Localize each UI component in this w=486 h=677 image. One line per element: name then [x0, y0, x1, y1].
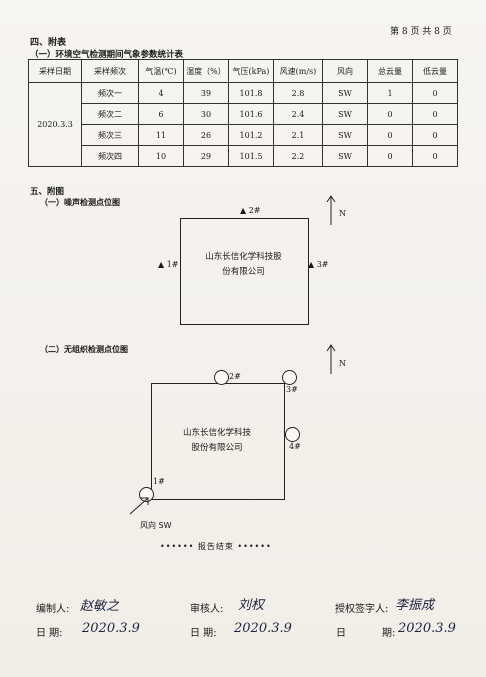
- table-cell: 0: [412, 145, 458, 167]
- point-1-label: 1#: [153, 477, 165, 486]
- approver-signature: 李振成: [395, 598, 435, 613]
- col-wind-dir: 风向: [322, 59, 368, 83]
- table-title: （一）环境空气检测期间气象参数统计表: [30, 50, 184, 60]
- noise-map-title: （一）噪声检测点位图: [40, 197, 120, 207]
- north-label: N: [339, 209, 346, 218]
- col-pressure: 气压(kPa): [228, 59, 274, 83]
- company-line-2: 股份有限公司: [191, 443, 243, 453]
- table-cell: 频次三: [81, 124, 139, 146]
- date-cell: 2020.3.3: [28, 82, 82, 167]
- wind-direction-label: 风向 SW: [140, 521, 172, 530]
- table-cell: 0: [367, 124, 413, 146]
- table-cell: 频次二: [81, 103, 139, 125]
- date-label: 期:: [382, 628, 396, 639]
- noise-point-2: ▲ 2#: [240, 206, 261, 215]
- point-4-label: 4#: [289, 442, 301, 451]
- noise-site-boundary: [180, 218, 309, 325]
- table-cell: 29: [183, 145, 229, 167]
- appendix-title: 四、附表: [30, 38, 67, 48]
- col-frequency: 采样频次: [81, 59, 139, 83]
- col-wind-speed: 风速(m/s): [273, 59, 323, 83]
- reviewer-label: 审核人:: [190, 604, 224, 615]
- col-low-cloud: 低云量: [412, 59, 458, 83]
- date-label: 日 期:: [190, 628, 217, 639]
- monitoring-point-2-icon: [214, 370, 229, 385]
- table-cell: 0: [367, 103, 413, 125]
- table-row: 2020.3.3 频次一 4 39 101.8 2.8 SW 1 0: [28, 82, 458, 167]
- north-label: N: [339, 359, 346, 368]
- table-cell: 0: [412, 124, 458, 146]
- table-cell: 6: [138, 103, 184, 125]
- editor-signature: 赵敏之: [80, 599, 120, 614]
- noise-point-3: ▲ 3#: [308, 260, 329, 269]
- table-cell: 2.8: [273, 82, 323, 104]
- approver-label: 授权签字人:: [335, 604, 389, 615]
- point-2-label: 2#: [229, 372, 241, 381]
- monitoring-point-4-icon: [285, 427, 300, 442]
- point-3-label: 3#: [286, 385, 298, 394]
- table-cell: 0: [367, 145, 413, 167]
- table-cell: 2.1: [273, 124, 323, 146]
- table-cell: 2.2: [273, 145, 323, 167]
- reviewer-date: 2020.3.9: [234, 621, 292, 636]
- figures-title: 五、附图: [30, 187, 65, 197]
- company-line-1: 山东长信化学科技股: [205, 252, 282, 262]
- col-total-cloud: 总云量: [367, 59, 413, 83]
- table-cell: 101.8: [228, 82, 274, 104]
- reviewer-signature: 刘权: [238, 598, 265, 613]
- report-end: •••••• 报告结束 ••••••: [160, 542, 272, 551]
- date-label: 日 期:: [36, 628, 63, 639]
- table-header-row: 采样日期 采样频次 气温(℃) 湿度（%） 气压(kPa) 风速(m/s) 风向…: [28, 59, 458, 83]
- wind-direction-arrow-icon: [129, 497, 149, 515]
- company-line-1: 山东长信化学科技: [182, 428, 251, 438]
- noise-point-1: ▲ 1#: [158, 260, 179, 269]
- table-cell: 101.5: [228, 145, 274, 167]
- company-line-2: 份有限公司: [222, 267, 265, 277]
- table-cell: 0: [412, 82, 458, 104]
- table-cell: 39: [183, 82, 229, 104]
- triangle-marker-icon: ▲: [158, 260, 165, 269]
- table-cell: 4: [138, 82, 184, 104]
- table-cell: 101.2: [228, 124, 274, 146]
- table-cell: 30: [183, 103, 229, 125]
- col-humidity: 湿度（%）: [183, 59, 229, 83]
- north-arrow-icon: [326, 344, 336, 374]
- table-cell: 1: [367, 82, 413, 104]
- col-temp: 气温(℃): [138, 59, 184, 83]
- table-cell: 26: [183, 124, 229, 146]
- table-cell: 0: [412, 103, 458, 125]
- table-cell: SW: [322, 103, 368, 125]
- table-cell: 频次四: [81, 145, 139, 167]
- table-cell: SW: [322, 82, 368, 104]
- table-cell: 11: [138, 124, 184, 146]
- triangle-marker-icon: ▲: [240, 206, 247, 215]
- unorganized-map-title: （二）无组织检测点位图: [40, 344, 128, 354]
- north-arrow-icon: [326, 195, 336, 225]
- table-row: 频次四 10 29 101.5 2.2 SW 0 0: [29, 145, 458, 167]
- table-cell: 101.6: [228, 103, 274, 125]
- editor-label: 编制人:: [36, 604, 70, 615]
- approver-date: 2020.3.9: [398, 621, 456, 636]
- table-cell: 10: [138, 145, 184, 167]
- table-row: 频次三 11 26 101.2 2.1 SW 0 0: [29, 124, 458, 146]
- table-cell: SW: [322, 145, 368, 167]
- noise-company-name: 山东长信化学科技股 份有限公司: [180, 250, 307, 280]
- table-cell: 2.4: [273, 103, 323, 125]
- unorganized-company-name: 山东长信化学科技 股份有限公司: [151, 426, 283, 456]
- table-cell: SW: [322, 124, 368, 146]
- monitoring-point-3-icon: [282, 370, 297, 385]
- triangle-marker-icon: ▲: [308, 260, 315, 269]
- editor-date: 2020.3.9: [82, 621, 140, 636]
- table-row: 频次二 6 30 101.6 2.4 SW 0 0: [29, 103, 458, 125]
- table-cell: 频次一: [81, 82, 139, 104]
- weather-table: 采样日期 采样频次 气温(℃) 湿度（%） 气压(kPa) 风速(m/s) 风向…: [28, 59, 458, 167]
- col-date: 采样日期: [28, 59, 82, 83]
- page-number: 第 8 页 共 8 页: [390, 27, 452, 37]
- date-label: 日: [336, 628, 346, 639]
